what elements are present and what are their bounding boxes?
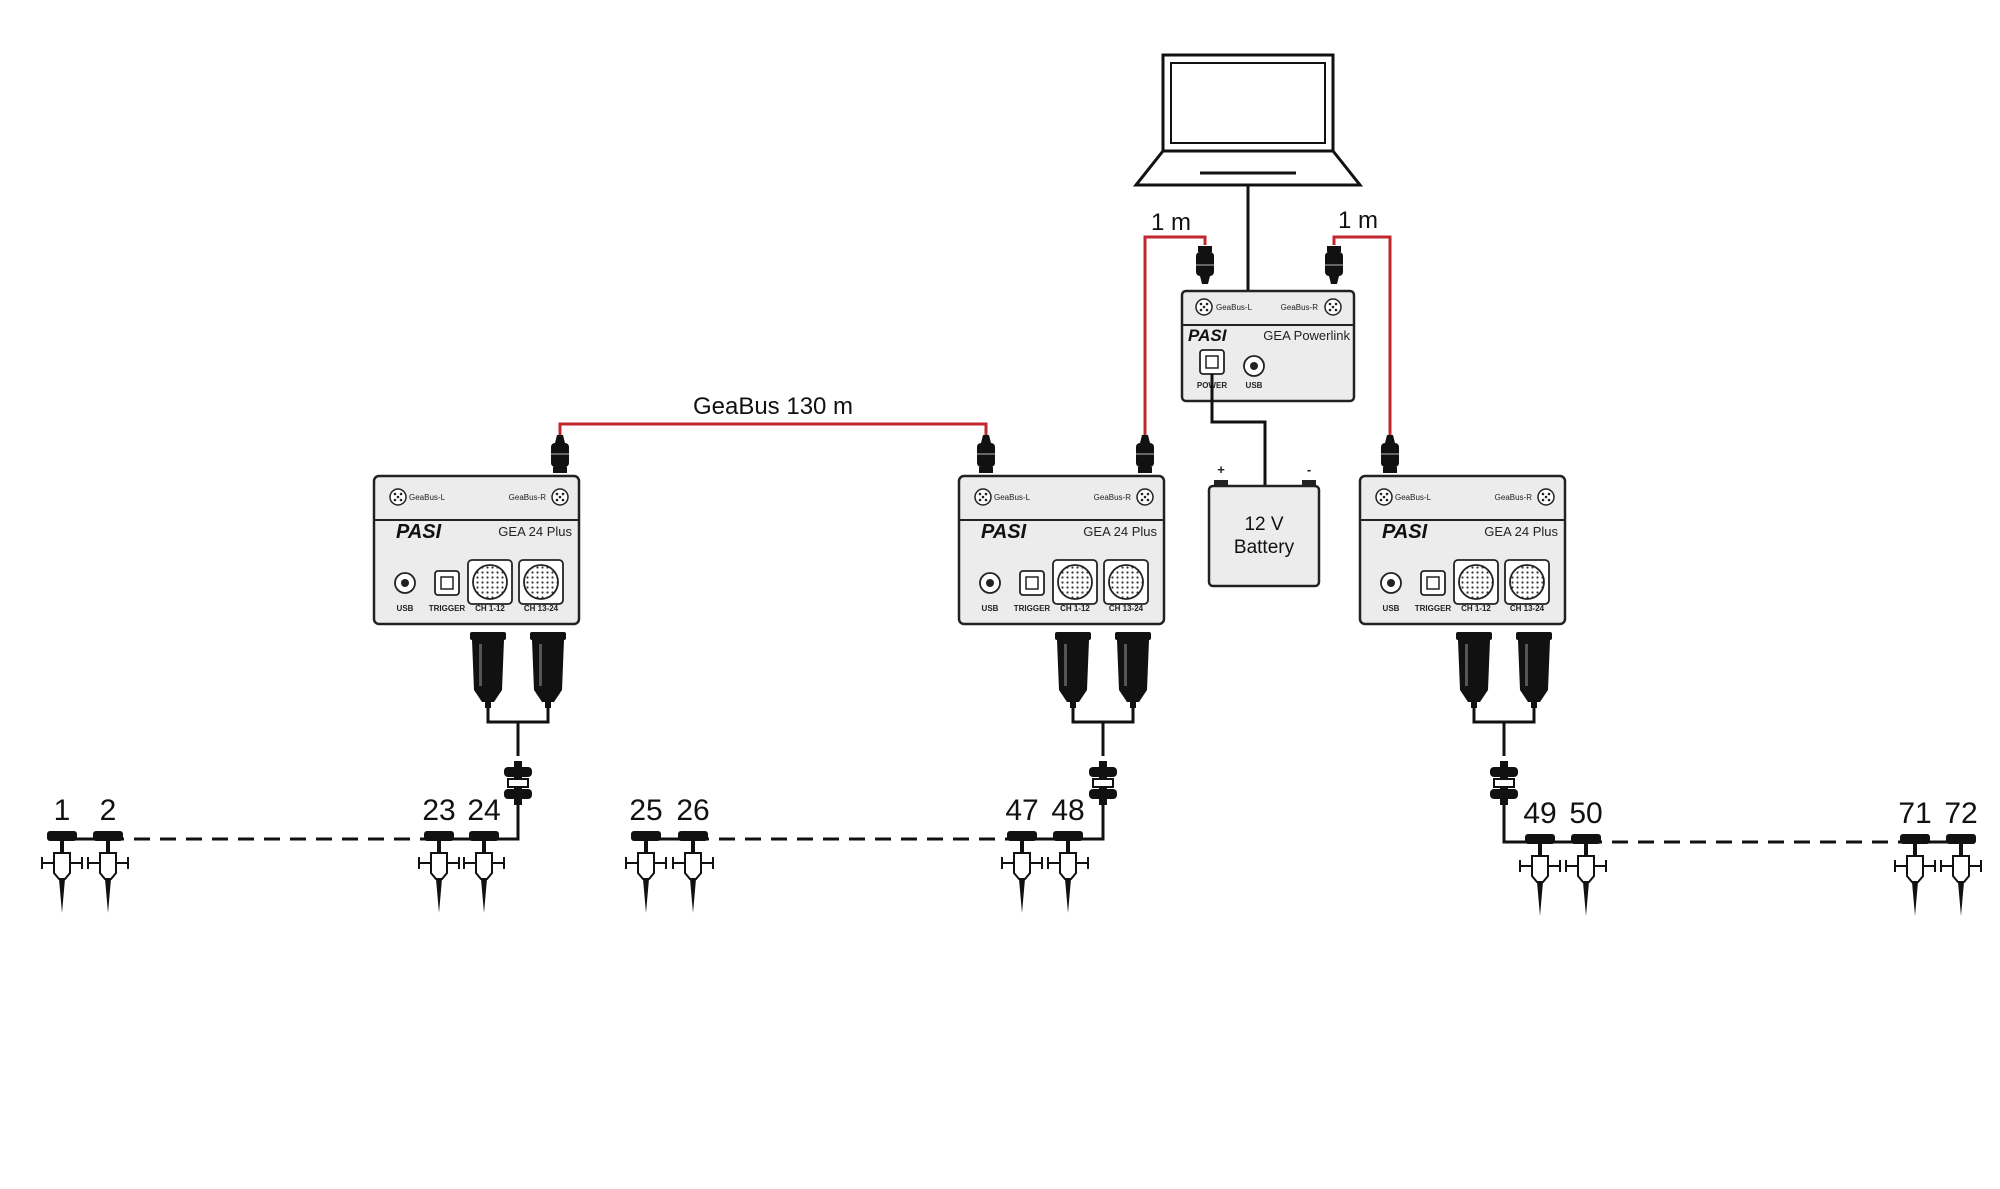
electrode-number-label: 71 — [1898, 797, 1931, 830]
geabus-l-port — [974, 488, 992, 506]
geabus-r-label: GeaBus-R — [509, 493, 547, 502]
electrode-number-label: 25 — [629, 794, 662, 827]
geabus-l-label: GeaBus-L — [409, 493, 446, 502]
multicore-plug-icon — [1055, 632, 1091, 708]
channel-a-label: CH 1-12 — [1461, 604, 1491, 613]
brand-logo: PASI — [981, 521, 1027, 543]
left-link-cable — [1143, 235, 1207, 443]
trigger-label: TRIGGER — [429, 604, 466, 613]
battery-name-label: Battery — [1234, 537, 1295, 558]
electrode-number-label: 2 — [100, 794, 117, 827]
electrode-number-label: 1 — [54, 794, 71, 827]
plug-icon — [1196, 246, 1214, 284]
battery-plus-label: + — [1217, 462, 1225, 477]
geabus-r-port — [551, 488, 569, 506]
electrode-icon — [41, 830, 83, 914]
channel-a-label: CH 1-12 — [1060, 604, 1090, 613]
brand-logo: PASI — [396, 521, 442, 543]
model-label: GEA 24 Plus — [1083, 524, 1157, 539]
electrode-icon — [1519, 833, 1561, 917]
multicore-plug-icon — [1115, 632, 1151, 708]
laptop-icon — [1132, 53, 1364, 187]
multicore-plug-icon — [1456, 632, 1492, 708]
plug-icon — [1381, 435, 1399, 473]
electrode-icon — [418, 830, 460, 914]
geabus-l-port — [389, 488, 407, 506]
trigger-label: TRIGGER — [1014, 604, 1051, 613]
powerlink-port-left-label: GeaBus-L — [1216, 303, 1253, 312]
multicore-plug-icon — [530, 632, 566, 708]
geabus-length-label: GeaBus 130 m — [693, 393, 853, 420]
battery-minus-label: - — [1307, 462, 1311, 477]
right-link-cable — [1332, 235, 1392, 443]
powerlink-device: GeaBus-L GeaBus-R PASI GEA Powerlink POW… — [1180, 289, 1356, 403]
channel-b-label: CH 13-24 — [524, 604, 559, 613]
battery-icon: + - 12 V Battery — [1207, 462, 1321, 588]
junction-icon — [1088, 760, 1118, 806]
plug-icon — [551, 435, 569, 473]
electrode-number-label: 50 — [1569, 797, 1602, 830]
geabus-l-label: GeaBus-L — [994, 493, 1031, 502]
geabus-cable — [558, 422, 988, 443]
electrode-number-label: 48 — [1051, 794, 1084, 827]
electrode-number-label: 49 — [1523, 797, 1556, 830]
electrode-icon — [1565, 833, 1607, 917]
powerlink-port-right-label: GeaBus-R — [1281, 303, 1319, 312]
electrode-icon — [1047, 830, 1089, 914]
brand-logo: PASI — [1382, 521, 1428, 543]
geabus-r-port — [1136, 488, 1154, 506]
left-link-length-label: 1 m — [1151, 209, 1191, 236]
geabus-r-label: GeaBus-R — [1495, 493, 1533, 502]
geabus-r-label: GeaBus-R — [1094, 493, 1132, 502]
multicore-plug-icon — [1516, 632, 1552, 708]
channel-b-label: CH 13-24 — [1510, 604, 1545, 613]
electrode-number-label: 47 — [1005, 794, 1038, 827]
electrode-icon — [87, 830, 129, 914]
right-link-length-label: 1 m — [1338, 207, 1378, 234]
powerlink-model-label: GEA Powerlink — [1263, 328, 1350, 343]
electrode-icon — [1940, 833, 1982, 917]
power-cable — [1210, 374, 1267, 486]
electrode-number-label: 26 — [676, 794, 709, 827]
trigger-label: TRIGGER — [1415, 604, 1452, 613]
geabus-l-port — [1375, 488, 1393, 506]
usb-label: USB — [397, 604, 414, 613]
powerlink-usb-label: USB — [1246, 381, 1263, 390]
model-label: GEA 24 Plus — [498, 524, 572, 539]
powerlink-brand-logo: PASI — [1188, 326, 1228, 345]
electrode-icon — [1001, 830, 1043, 914]
electrode-icon — [463, 830, 505, 914]
usb-label: USB — [982, 604, 999, 613]
electrode-icon — [1894, 833, 1936, 917]
electrode-number-label: 72 — [1944, 797, 1977, 830]
geabus-l-label: GeaBus-L — [1395, 493, 1432, 502]
electrode-icon — [672, 830, 714, 914]
junction-icon — [503, 760, 533, 806]
plug-icon — [1325, 246, 1343, 284]
multicore-plug-icon — [470, 632, 506, 708]
geabus-r-port — [1537, 488, 1555, 506]
battery-voltage-label: 12 V — [1244, 514, 1283, 535]
electrode-number-label: 24 — [467, 794, 500, 827]
junction-icon — [1489, 760, 1519, 806]
electrode-icon — [625, 830, 667, 914]
channel-a-label: CH 1-12 — [475, 604, 505, 613]
plug-icon — [977, 435, 995, 473]
usb-label: USB — [1383, 604, 1400, 613]
plug-icon — [1136, 435, 1154, 473]
channel-b-label: CH 13-24 — [1109, 604, 1144, 613]
electrode-number-label: 23 — [422, 794, 455, 827]
model-label: GEA 24 Plus — [1484, 524, 1558, 539]
